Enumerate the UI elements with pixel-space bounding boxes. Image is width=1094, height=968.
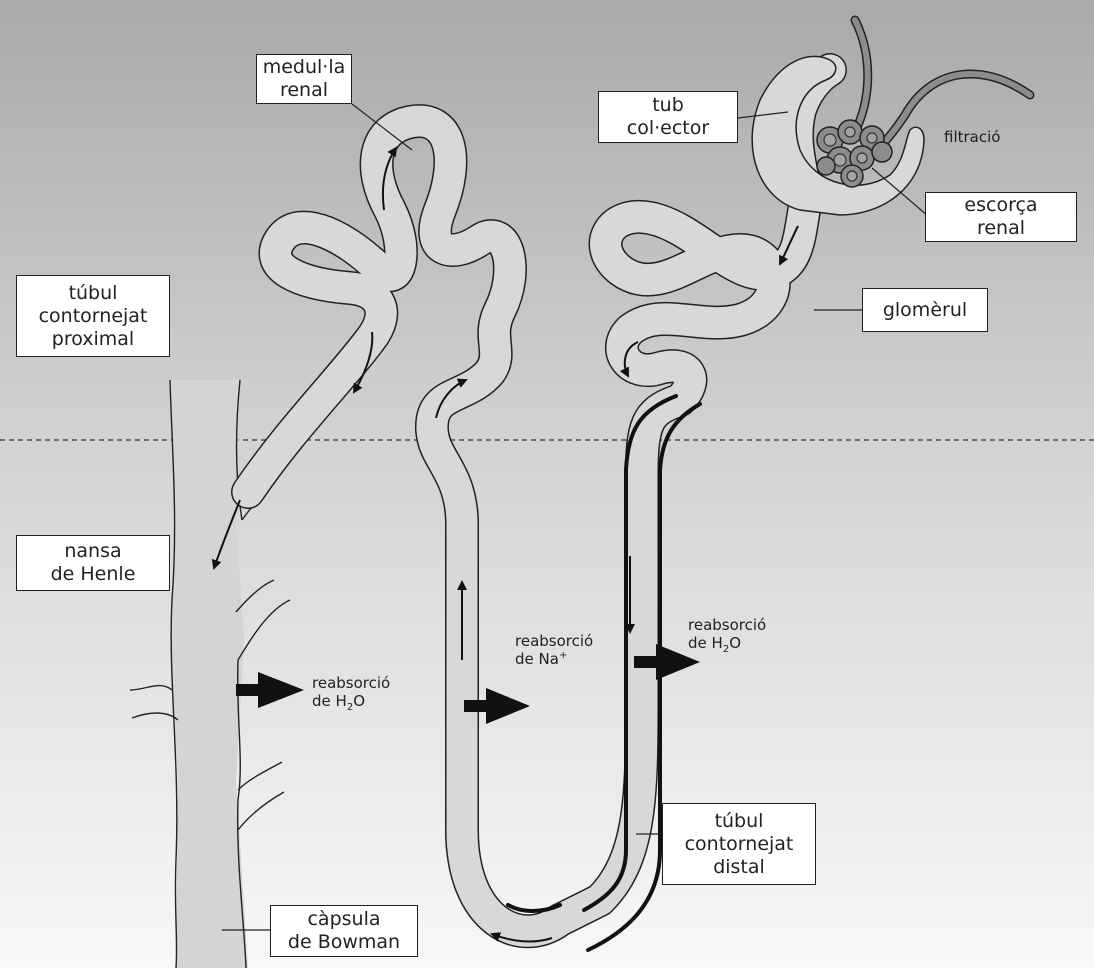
label-fragment: de H	[312, 692, 347, 710]
label-line: de Na+	[515, 650, 593, 668]
label-line: reabsorció	[688, 616, 766, 634]
label-superscript: +	[559, 650, 567, 661]
label-line: reabsorció	[515, 632, 593, 650]
label-line: de Bowman	[288, 931, 400, 954]
label-line: distal	[713, 856, 765, 879]
label-line: túbul	[69, 282, 118, 305]
label-line: túbul	[715, 810, 764, 833]
label-line: renal	[280, 79, 328, 102]
label-line: de Henle	[51, 563, 136, 586]
label-line: medul·la	[263, 56, 346, 79]
label-line: renal	[977, 217, 1025, 240]
label-filtracio: filtració	[944, 128, 1000, 146]
label-tubul-distal: túbul contornejat distal	[662, 803, 816, 885]
label-reabsorcio-h2o-right: reabsorció de H2O	[688, 616, 766, 652]
label-reabsorcio-h2o-left: reabsorció de H2O	[312, 674, 390, 710]
label-nansa-henle: nansa de Henle	[16, 535, 170, 591]
label-line: càpsula	[307, 908, 380, 931]
label-line: contornejat	[39, 305, 148, 328]
label-line: escorça	[964, 194, 1037, 217]
label-fragment: O	[353, 692, 365, 710]
label-fragment: O	[729, 634, 741, 652]
label-tub-colector: tub col·ector	[598, 91, 738, 143]
label-line: de H2O	[312, 692, 390, 710]
label-line: contornejat	[685, 833, 794, 856]
label-medulla-renal: medul·la renal	[256, 54, 352, 104]
label-glomerul: glomèrul	[862, 288, 988, 332]
label-line: col·ector	[627, 117, 709, 140]
label-line: filtració	[944, 128, 1000, 146]
label-escorca-renal: escorça renal	[925, 192, 1077, 242]
label-line: nansa	[64, 540, 121, 563]
label-line: de H2O	[688, 634, 766, 652]
label-fragment: de H	[688, 634, 723, 652]
label-capsula-bowman: càpsula de Bowman	[270, 905, 418, 957]
label-line: glomèrul	[883, 299, 967, 322]
label-fragment: de Na	[515, 650, 559, 668]
label-line: proximal	[52, 328, 134, 351]
label-line: reabsorció	[312, 674, 390, 692]
label-tubul-proximal: túbul contornejat proximal	[16, 275, 170, 357]
label-line: tub	[652, 94, 684, 117]
label-reabsorcio-na: reabsorció de Na+	[515, 632, 593, 668]
